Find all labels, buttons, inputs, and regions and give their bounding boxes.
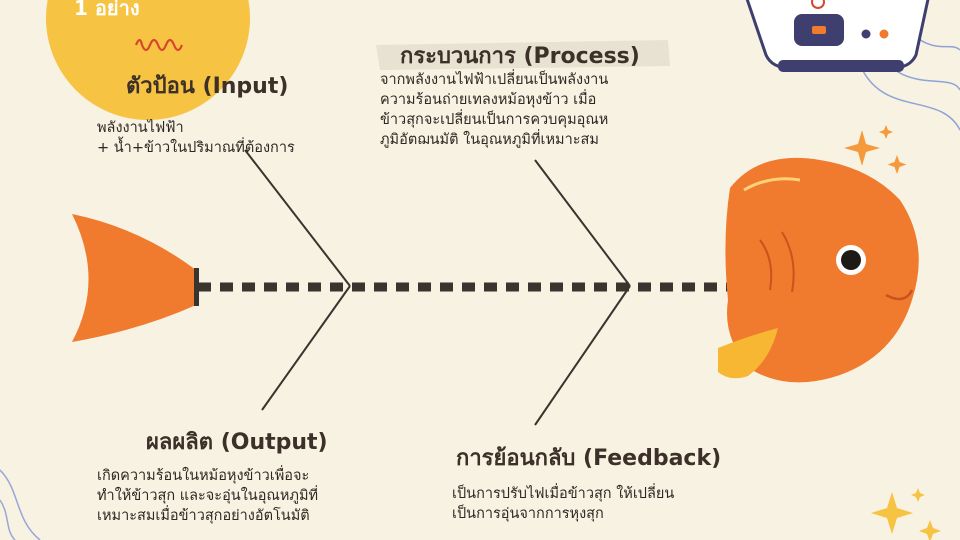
input-line: + น้ำ+ข้าวในปริมาณที่ต้องการ	[97, 140, 295, 156]
process-title: กระบวนการ (Process)	[400, 44, 640, 69]
rib-process	[534, 159, 631, 287]
output-title: ผลผลิต (Output)	[146, 430, 328, 455]
badge-circle	[46, 0, 250, 120]
fish-head	[718, 157, 919, 383]
feedback-line: เป็นการอุ่นจากการหุงสุก	[452, 506, 604, 522]
feedback-title: การย้อนกลับ (Feedback)	[456, 446, 722, 471]
process-line: ความร้อนถ่ายเทลงหม้อหุงข้าว เมื่อ	[380, 92, 597, 108]
badge-text: 1 อย่าง	[74, 0, 140, 20]
rib-input	[244, 149, 351, 287]
output-line: เหมาะสมเมื่อข้าวสุกอย่างอัตโนมัติ	[97, 508, 310, 524]
process-line: ข้าวสุกจะเปลี่ยนเป็นการควบคุมอุณห	[380, 112, 609, 128]
sparkle-icon	[844, 125, 941, 540]
rib-output	[261, 285, 351, 411]
output-line: เกิดความร้อนในหม้อหุงข้าวเพื่อจะ	[97, 468, 310, 484]
rice-cooker	[745, 0, 930, 72]
decorative-wave-left	[0, 469, 41, 540]
rib-feedback	[534, 285, 631, 426]
process-line: ภูมิอัตฌนมัติ ในอุณหภูมิที่เหมาะสม	[380, 132, 599, 148]
fish-tail	[72, 214, 196, 342]
output-line: ทำให้ข้าวสุก และจะอุ่นในอุณหภูมิที่	[97, 488, 319, 504]
fish-fin	[718, 328, 778, 379]
input-title: ตัวป้อน (Input)	[126, 74, 289, 99]
output-description: เกิดความร้อนในหม้อหุงข้าวเพื่อจะ ทำให้ข้…	[97, 466, 318, 526]
input-description: พลังงานไฟฟ้า + น้ำ+ข้าวในปริมาณที่ต้องกา…	[97, 118, 295, 158]
process-description: จากพลังงานไฟฟ้าเปลี่ยนเป็นพลังงาน ความร้…	[380, 70, 608, 150]
feedback-description: เป็นการปรับไฟเมื่อข้าวสุก ให้เปลี่ยน เป็…	[452, 484, 674, 524]
input-line: พลังงานไฟฟ้า	[97, 120, 184, 136]
feedback-line: เป็นการปรับไฟเมื่อข้าวสุก ให้เปลี่ยน	[452, 486, 675, 502]
process-line: จากพลังงานไฟฟ้าเปลี่ยนเป็นพลังงาน	[380, 72, 609, 88]
process-highlight	[376, 40, 670, 70]
squiggle-icon	[134, 38, 184, 52]
